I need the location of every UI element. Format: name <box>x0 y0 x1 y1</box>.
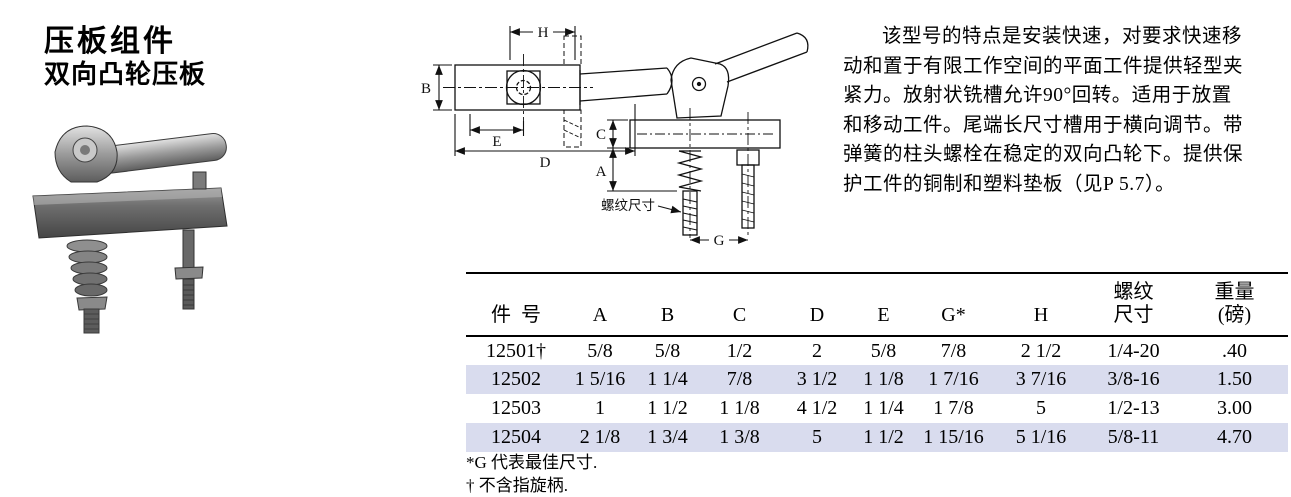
footnotes: *G 代表最佳尺寸. † 不含指旋柄. <box>466 451 597 497</box>
thread-size-label: 螺纹尺寸 <box>601 198 655 213</box>
table-cell: 5/8 <box>587 339 613 362</box>
description-line: 护工件的铜制和塑料垫板（见P 5.7）。 <box>843 173 1176 195</box>
table-cell: 3 7/16 <box>1015 368 1067 390</box>
dim-label-B: B <box>421 81 431 97</box>
table-cell: 4.70 <box>1217 426 1252 448</box>
col-header-A: A <box>592 304 608 326</box>
table-cell: 5 1/16 <box>1015 426 1067 448</box>
col-header-C: C <box>732 304 747 326</box>
table-cell: 3/8-16 <box>1107 368 1160 390</box>
col-header-B: B <box>660 304 675 326</box>
table-cell: 1 1/4 <box>647 368 688 390</box>
top-view-labels: H B E D <box>421 25 551 171</box>
clamp-cam <box>54 125 118 183</box>
table-cell: 1 15/16 <box>923 426 984 448</box>
top-view-drawing <box>443 35 673 148</box>
clamp-bar <box>32 171 228 239</box>
table-cell: 1 1/8 <box>719 397 760 419</box>
table-cell: 1/4-20 <box>1107 339 1160 362</box>
table-cell: 1 1/8 <box>863 368 904 390</box>
table-cell: 3 1/2 <box>796 368 838 390</box>
table-row: 12502 1 5/16 1 1/4 7/8 3 1/2 1 1/8 1 7/1… <box>466 365 1288 394</box>
product-photo-image <box>32 125 228 334</box>
table-cell: 1 7/8 <box>933 397 974 419</box>
table-cell: 7/8 <box>940 339 967 362</box>
table-cell: 1.50 <box>1217 368 1252 390</box>
table-cell: 7/8 <box>726 368 753 390</box>
table-header-row: 件 号 A B C D E G* H 螺纹尺寸 重量(磅) <box>466 273 1288 336</box>
table-row: 12504 2 1/8 1 3/4 1 3/8 5 1 1/2 1 15/16 … <box>466 423 1288 452</box>
col-header-H: H <box>1033 304 1049 326</box>
table-cell: 1 <box>595 397 605 419</box>
description-line: 紧力。放射状铣槽允许90°回转。适用于放置 <box>843 85 1232 106</box>
description-line: 该型号的特点是安装快速，对要求快速移 <box>882 26 1243 47</box>
col-header-thread-line2: 尺寸 <box>1113 304 1154 326</box>
dim-label-H: H <box>538 25 549 41</box>
col-header-thread: 螺纹尺寸 <box>1086 273 1181 336</box>
rear-stud <box>174 229 204 310</box>
page-title: 压板组件 <box>44 25 176 58</box>
part-number-cell: 12501† <box>486 339 546 362</box>
table-cell: 5 <box>812 426 822 448</box>
spring-stud <box>66 239 108 334</box>
table-cell: 5/8 <box>870 339 897 362</box>
table-cell: 1 1/2 <box>647 397 688 419</box>
dim-label-C: C <box>596 127 606 143</box>
product-photo <box>25 100 240 335</box>
table-cell: 5 <box>1036 397 1046 419</box>
description-line: 弹簧的柱头螺栓在稳定的双向凸轮下。提供保 <box>843 144 1244 165</box>
part-number-cell: 12502 <box>491 368 541 390</box>
top-view-dimensions <box>433 26 636 156</box>
table-cell: 1/2 <box>726 339 753 362</box>
col-header-D: D <box>809 304 825 326</box>
table-cell: 4 1/2 <box>796 397 838 419</box>
description-line: 和移动工件。尾端长尺寸槽用于横向调节。带 <box>843 114 1244 136</box>
description-text: 该型号的特点是安装快速，对要求快速移 动和置于有限工作空间的平面工件提供轻型夹 … <box>843 22 1291 199</box>
table-row: 12503 1 1 1/2 1 1/8 4 1/2 1 1/4 1 7/8 5 … <box>466 394 1288 423</box>
col-header-G: G* <box>941 304 966 326</box>
col-header-weight-line2: (磅) <box>1217 304 1252 326</box>
table-cell: 1 5/16 <box>574 368 626 390</box>
table-cell: 1/2-13 <box>1107 397 1160 419</box>
table-cell: 2 1/2 <box>1020 339 1062 362</box>
table-cell: 3.00 <box>1217 397 1252 419</box>
table-cell: 1 3/4 <box>647 426 688 448</box>
part-number-cell: 12503 <box>491 397 541 419</box>
table-cell: 5/8 <box>654 339 681 362</box>
dim-label-D: D <box>540 155 551 171</box>
dim-label-E: E <box>492 134 501 150</box>
col-header-weight: 重量(磅) <box>1181 273 1288 336</box>
table-cell: 5/8-11 <box>1107 426 1160 448</box>
dim-label-G: G <box>714 233 725 249</box>
col-header-E: E <box>877 304 890 326</box>
spec-table: 件 号 A B C D E G* H 螺纹尺寸 重量(磅) 12501† 5/8… <box>466 272 1288 452</box>
technical-drawing: H B E D <box>415 8 845 270</box>
side-view-labels: C A G 螺纹尺寸 <box>596 127 725 249</box>
table-cell: .40 <box>1222 339 1247 362</box>
table-cell: 2 1/8 <box>579 426 621 448</box>
table-cell: 1 7/16 <box>928 368 979 390</box>
table-row: 12501† 5/8 5/8 1/2 2 5/8 7/8 2 1/2 1/4-2… <box>466 336 1288 365</box>
description-line: 动和置于有限工作空间的平面工件提供轻型夹 <box>843 55 1244 77</box>
col-header-part: 件 号 <box>491 304 541 326</box>
dim-label-A: A <box>596 164 607 180</box>
page-subtitle: 双向凸轮压板 <box>44 60 207 89</box>
side-view-drawing <box>629 32 809 238</box>
table-cell: 2 <box>812 339 822 362</box>
part-number-cell: 12504 <box>491 426 541 448</box>
table-cell: 1 1/4 <box>863 397 904 419</box>
col-header-thread-line1: 螺纹 <box>1113 281 1154 303</box>
table-cell: 1 3/8 <box>719 426 760 448</box>
footnote-no-handle: † 不含指旋柄. <box>466 476 568 495</box>
col-header-weight-line1: 重量 <box>1214 281 1255 303</box>
footnote-best-size: *G 代表最佳尺寸. <box>466 453 598 472</box>
technical-drawing-image: H B E D <box>421 25 809 249</box>
side-view-dimensions <box>607 119 748 244</box>
table-cell: 1 1/2 <box>863 426 904 448</box>
